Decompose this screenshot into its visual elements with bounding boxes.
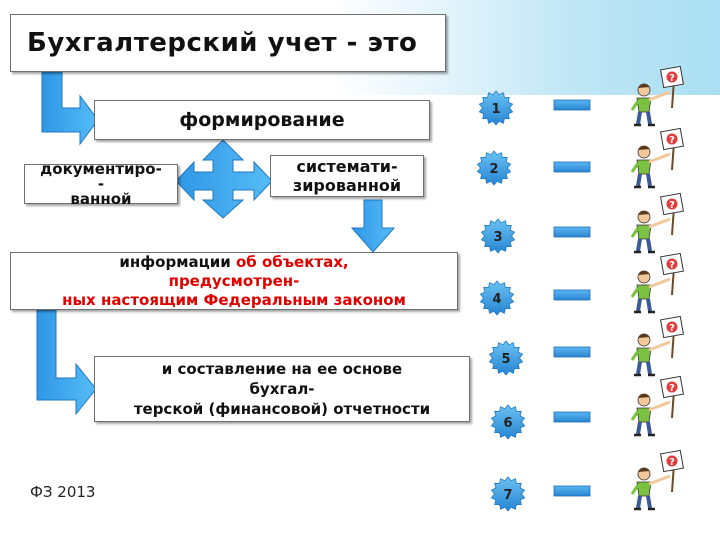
documented-line-1: документиро- <box>40 159 162 178</box>
svg-text:?: ? <box>669 383 675 394</box>
answer-dash-1 <box>553 99 591 111</box>
reporting-line-2: бухгал- <box>249 380 315 398</box>
number-badge-3 <box>480 218 516 254</box>
answer-dash-6 <box>553 411 591 423</box>
information-line-1-red: об объектах, <box>235 252 349 271</box>
svg-text:?: ? <box>669 323 675 334</box>
svg-text:?: ? <box>669 260 675 271</box>
question-figure-icon: ? <box>630 192 684 254</box>
answer-dash-3 <box>553 226 591 238</box>
question-figure-icon: ? <box>630 315 684 377</box>
number-badge-label-6: 6 <box>503 416 512 431</box>
reporting-line-3: терской (финансовой) отчетности <box>133 400 431 418</box>
number-badge-7 <box>490 476 526 512</box>
elbow-arrow-1 <box>41 71 99 146</box>
information-line-2: предусмотрен- <box>168 271 300 290</box>
answer-dash-2 <box>553 161 591 173</box>
documented-line-3: ванной <box>70 189 132 208</box>
documented-box: документиро- - ванной <box>24 159 178 208</box>
reporting-line-1: и составление на ее основе <box>161 360 403 378</box>
four-way-arrow <box>175 139 273 219</box>
question-figure-icon: ? <box>630 375 684 437</box>
question-figure-icon: ? <box>630 127 684 189</box>
svg-text:?: ? <box>669 200 675 211</box>
number-badge-label-5: 5 <box>501 352 510 367</box>
page-title: Бухгалтерский учет - это <box>10 14 446 72</box>
answer-dash-4 <box>553 289 591 301</box>
question-figure-icon: ? <box>630 449 684 511</box>
information-box: информации об объектах, предусмотрен- ны… <box>10 252 458 310</box>
number-badge-6 <box>490 404 526 440</box>
number-badge-4 <box>479 280 515 316</box>
documented-line-2: - <box>97 174 105 193</box>
number-badge-2 <box>476 150 512 186</box>
number-badge-1 <box>478 90 514 126</box>
elbow-arrow-2 <box>36 309 97 416</box>
question-figure-icon: ? <box>630 252 684 314</box>
number-badge-label-3: 3 <box>493 230 502 245</box>
number-badge-label-7: 7 <box>503 488 512 503</box>
number-badge-label-1: 1 <box>491 102 500 117</box>
reporting-box: и составление на ее основе бухгал- терск… <box>94 356 470 422</box>
svg-text:?: ? <box>669 457 675 468</box>
footer-label: ФЗ 2013 <box>30 483 96 501</box>
number-badge-label-4: 4 <box>492 292 501 307</box>
information-line-1-black: информации <box>119 252 236 271</box>
down-arrow <box>350 199 396 253</box>
number-badge-label-2: 2 <box>489 162 498 177</box>
formation-box: формирование <box>94 100 430 140</box>
number-badge-5 <box>488 340 524 376</box>
systematized-line-1: системати- <box>296 157 398 176</box>
answer-dash-7 <box>553 485 591 497</box>
systematized-line-2: зированной <box>292 176 402 195</box>
svg-text:?: ? <box>669 135 675 146</box>
information-line-3: ных настоящим Федеральным законом <box>62 290 406 309</box>
systematized-box: системати- зированной <box>270 155 424 197</box>
svg-text:?: ? <box>669 73 675 84</box>
answer-dash-5 <box>553 346 591 358</box>
question-figure-icon: ? <box>630 65 684 127</box>
